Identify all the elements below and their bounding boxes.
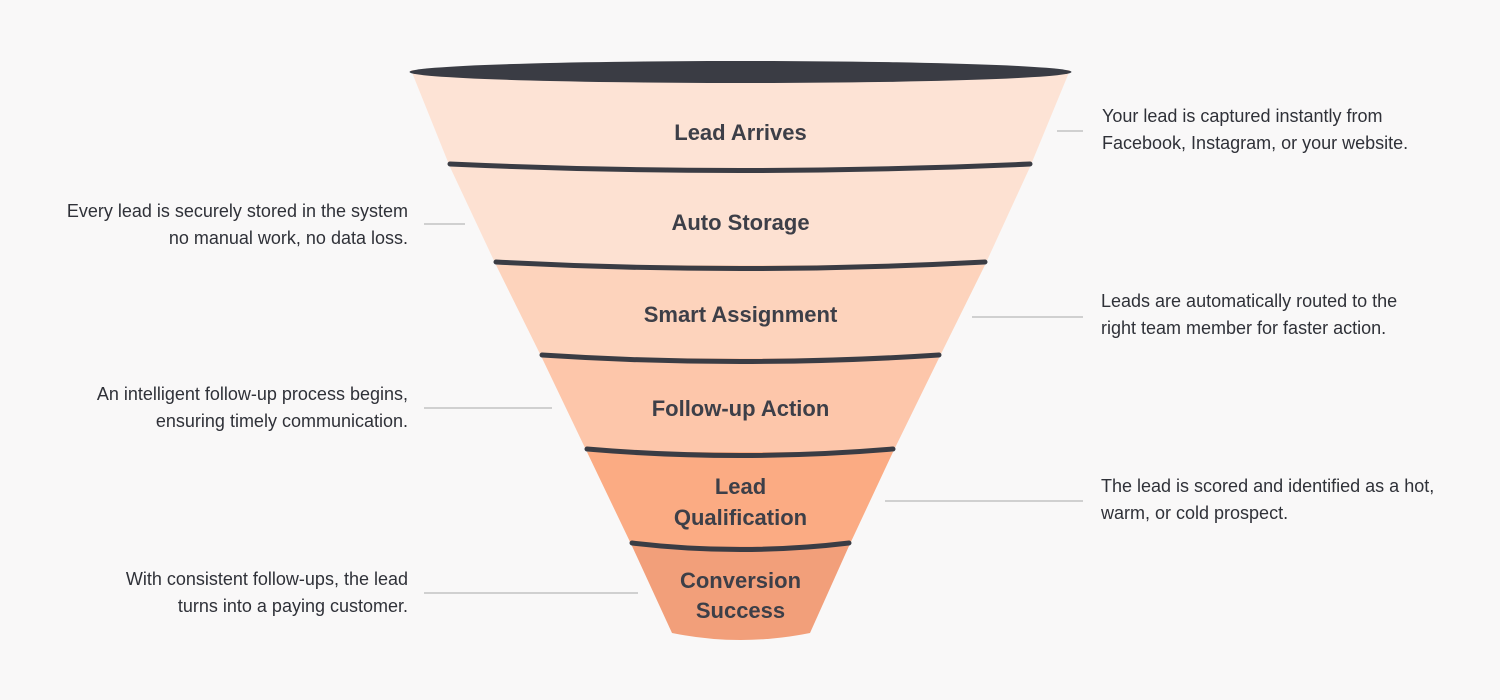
stage-4-description-line-2: ensuring timely communication.: [155, 411, 408, 431]
stage-2-description-line-1: Every lead is securely stored in the sys…: [66, 201, 408, 221]
stage-1-label-line-1: Lead Arrives: [674, 120, 806, 145]
stage-6-label-line-2: Success: [696, 598, 785, 623]
stage-6-label-line-1: Conversion: [680, 568, 801, 593]
stage-5-description-line-2: warm, or cold prospect.: [1101, 503, 1289, 523]
stage-4-description-line-1: An intelligent follow-up process begins,: [96, 384, 408, 404]
stage-2-description: Every lead is securely stored in the sys…: [67, 198, 408, 252]
stage-6-description-line-1: With consistent follow-ups, the lead: [125, 569, 408, 589]
funnel-band-1: [411, 70, 1070, 167]
funnel-separator-3: [539, 352, 942, 364]
stage-5-description: The lead is scored and identified as a h…: [1101, 473, 1434, 527]
funnel-band-2: [450, 167, 1030, 265]
stage-5-description-line-1: The lead is scored and identified as a h…: [1101, 476, 1435, 496]
stage-4-label-line-1: Follow-up Action: [652, 396, 830, 421]
stage-1-description-line-1: Your lead is captured instantly from: [1102, 106, 1383, 126]
stage-1-description-line-2: Facebook, Instagram, or your website.: [1102, 133, 1409, 153]
funnel-separator-2: [493, 259, 988, 271]
stage-6-description: With consistent follow-ups, the lead tur…: [126, 566, 408, 620]
stage-1-description: Your lead is captured instantly from Fac…: [1102, 103, 1408, 157]
funnel-band-4: [542, 358, 939, 452]
stage-2-description-line-2: no manual work, no data loss.: [168, 228, 408, 248]
stage-5-label-line-2: Qualification: [674, 505, 807, 530]
stage-3-description-line-2: right team member for faster action.: [1101, 318, 1387, 338]
stage-3-label-line-1: Smart Assignment: [644, 302, 838, 327]
funnel-separator-5: [629, 540, 852, 552]
stage-2-label-line-1: Auto Storage: [671, 210, 809, 235]
funnel-separator-1: [447, 161, 1033, 173]
funnel-band-5: [587, 452, 893, 546]
stage-4-description: An intelligent follow-up process begins,…: [97, 381, 408, 435]
stage-6-description-line-2: turns into a paying customer.: [177, 596, 408, 616]
stage-3-description-line-1: Leads are automatically routed to the: [1101, 291, 1398, 311]
funnel-band-3: [496, 265, 985, 358]
stage-3-description: Leads are automatically routed to the ri…: [1101, 288, 1397, 342]
funnel-separator-4: [584, 446, 896, 458]
funnel-band-6: [632, 546, 849, 640]
funnel-top-rim: [409, 61, 1072, 83]
stage-5-label-line-1: Lead: [715, 474, 766, 499]
